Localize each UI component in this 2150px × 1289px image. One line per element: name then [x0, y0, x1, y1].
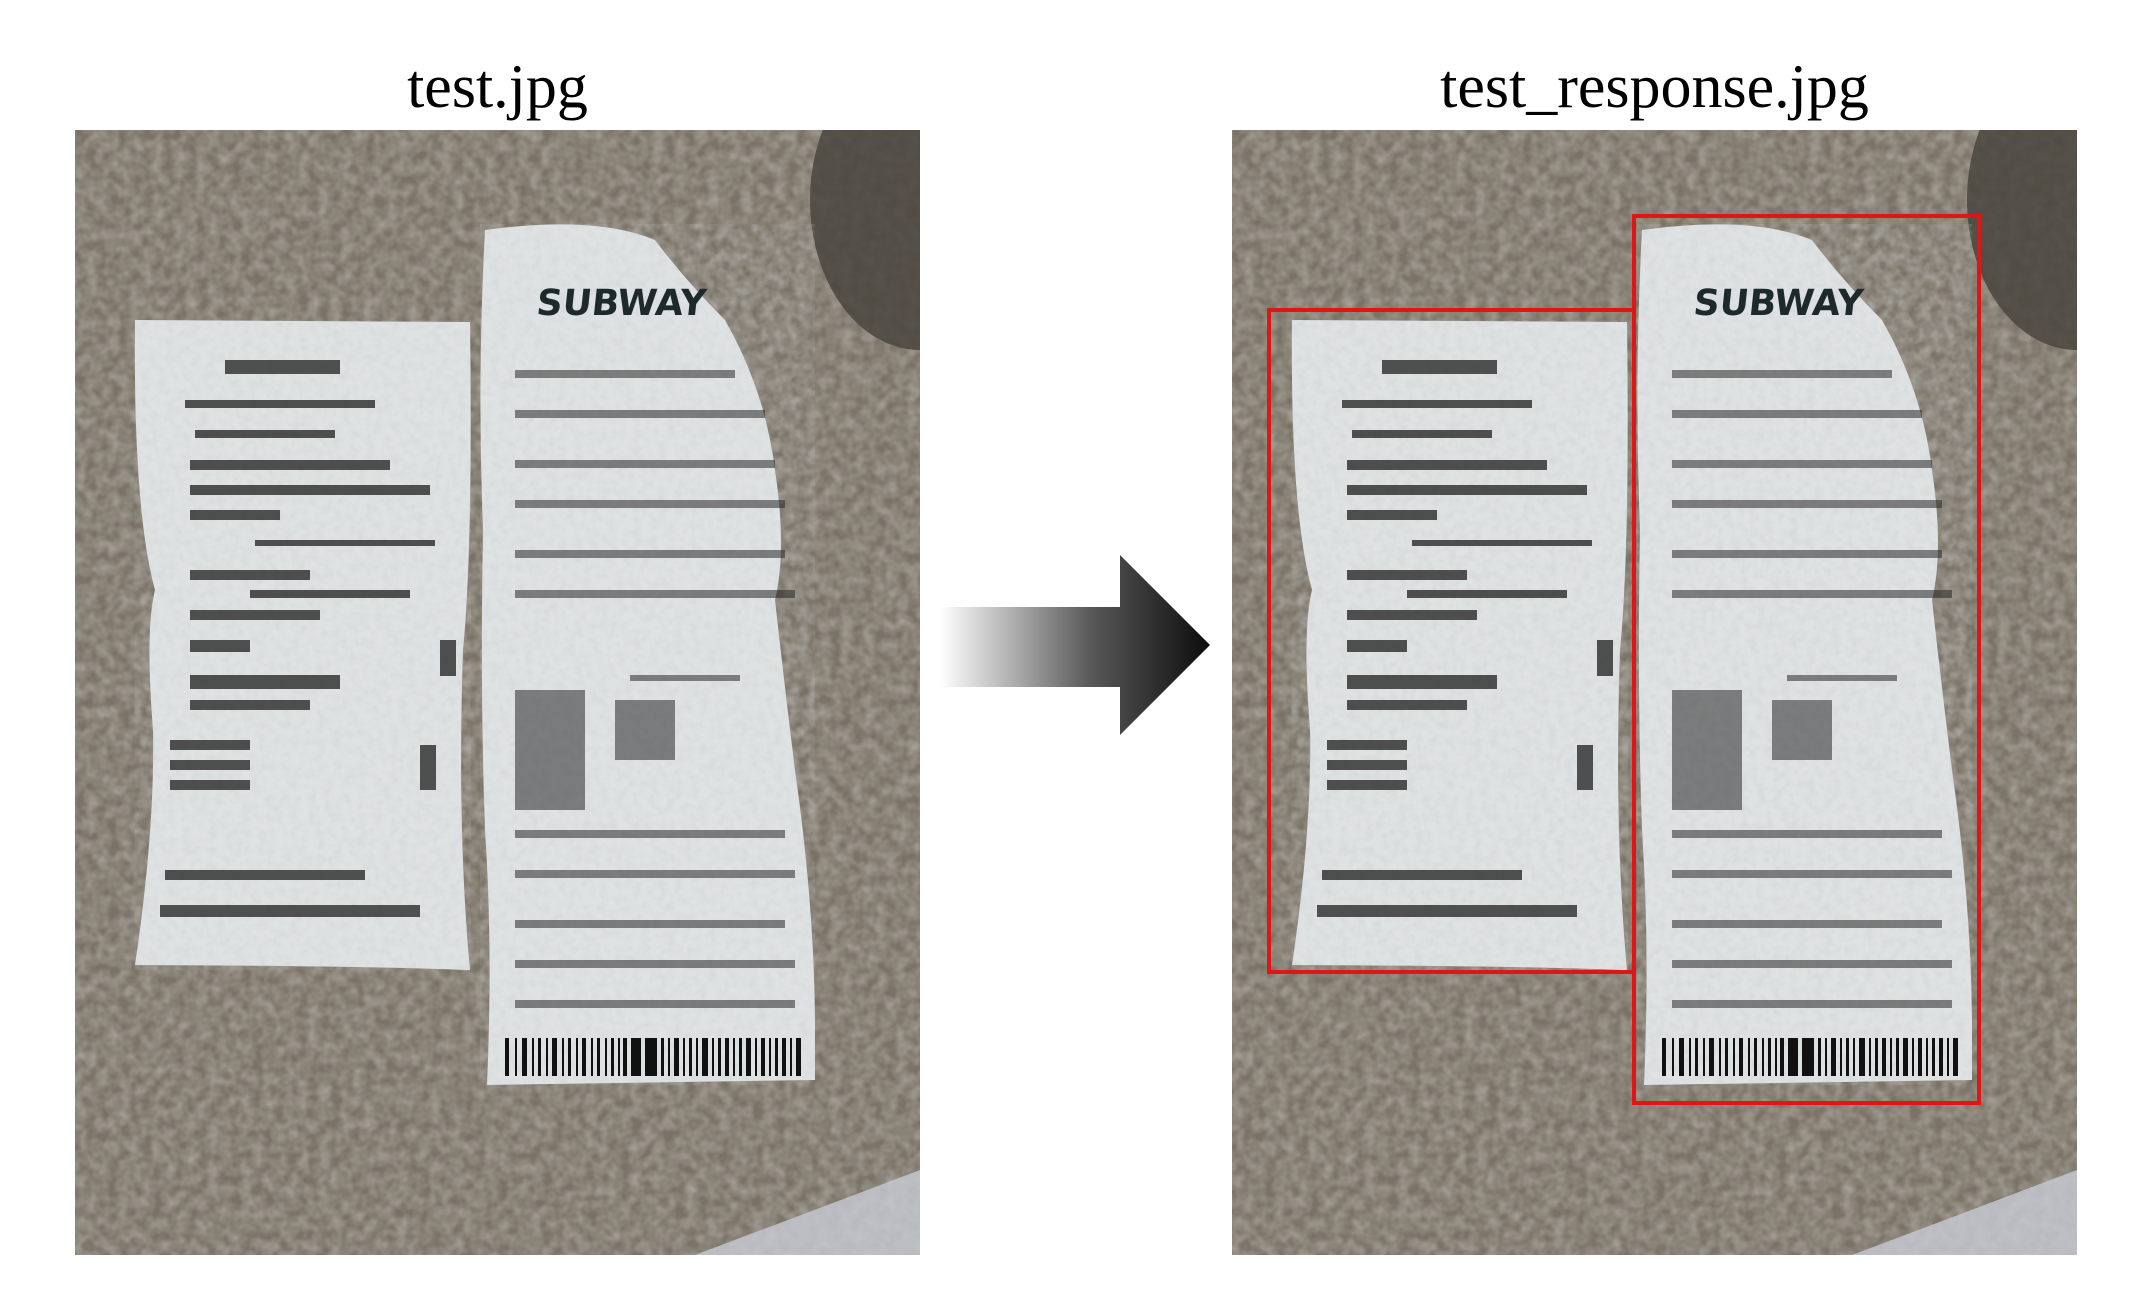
output-photo: SUBWAY — [1232, 130, 2077, 1255]
output-image-title: test_response.jpg — [1440, 53, 1869, 121]
subway-logo: SUBWAY — [1692, 282, 1866, 324]
right-arrow-gradient-icon — [940, 555, 1220, 735]
receipt-right: SUBWAY — [480, 224, 815, 1085]
receipt-left — [1291, 320, 1628, 970]
subway-logo: SUBWAY — [535, 282, 709, 324]
barcode — [1662, 1038, 1958, 1076]
barcode — [505, 1038, 801, 1076]
receipt-right: SUBWAY — [1637, 224, 1972, 1085]
input-image-title: test.jpg — [407, 53, 588, 121]
detection-box-right-receipt — [1632, 214, 1981, 1105]
input-photo: SUBWAY — [75, 130, 920, 1255]
receipt-left — [134, 320, 471, 970]
